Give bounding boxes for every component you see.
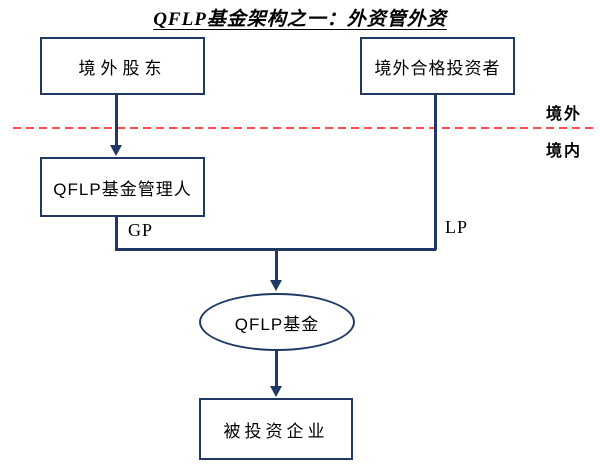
node-fund-manager: QFLP基金管理人 [40,157,205,217]
offshore-onshore-divider-line [13,127,597,129]
diagram-title: QFLP基金架构之一：外资管外资 [153,9,447,30]
node-qflp-fund-label: QFLP基金 [234,314,320,334]
connector-gp-lp-horizontal [115,248,436,251]
node-offshore-shareholder-label: 境外股东 [78,58,167,78]
connector-to-fund [275,250,278,281]
node-offshore-shareholder: 境外股东 [40,37,205,95]
arrowhead-to-investee-icon [270,386,282,397]
connector-shareholder-to-manager [115,95,118,146]
arrowhead-to-manager-icon [110,145,122,156]
edge-label-lp: LP [445,217,469,237]
connector-lp-vertical [434,95,437,250]
node-offshore-qualified-investor: 境外合格投资者 [360,37,515,95]
node-fund-manager-label: QFLP基金管理人 [53,179,192,199]
connector-gp-vertical [115,217,118,249]
region-label-onshore: 境内 [545,143,582,160]
connector-fund-to-investee [275,351,278,387]
arrowhead-to-fund-icon [270,280,282,291]
node-qflp-fund: QFLP基金 [199,293,355,351]
region-label-offshore: 境外 [545,106,582,123]
node-investee-enterprise: 被投资企业 [199,398,353,460]
node-offshore-qualified-investor-label: 境外合格投资者 [374,58,501,78]
edge-label-gp: GP [128,220,154,240]
node-investee-enterprise-label: 被投资企业 [223,421,329,441]
